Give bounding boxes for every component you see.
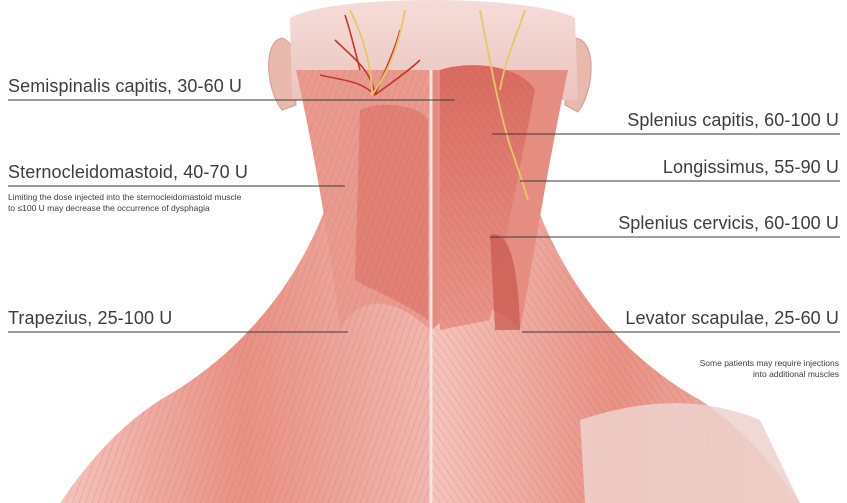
label-semispinalis-capitis: Semispinalis capitis, 30-60 U [8,76,242,97]
label-splenius-capitis: Splenius capitis, 60-100 U [627,110,839,131]
note-extra-line-2: into additional muscles [700,369,839,380]
label-sternocleidomastoid: Sternocleidomastoid, 40-70 U [8,162,248,183]
note-additional-muscles: Some patients may require injections int… [700,358,839,380]
note-scm-line-1: Limiting the dose injected into the ster… [8,192,241,203]
label-levator-scapulae: Levator scapulae, 25-60 U [625,308,839,329]
right-shoulder [580,403,800,503]
note-sternocleidomastoid: Limiting the dose injected into the ster… [8,192,241,214]
note-scm-line-2: to ≤100 U may decrease the occurrence of… [8,203,241,214]
label-longissimus: Longissimus, 55-90 U [663,157,839,178]
note-extra-line-1: Some patients may require injections [700,358,839,369]
label-trapezius: Trapezius, 25-100 U [8,308,172,329]
label-splenius-cervicis: Splenius cervicis, 60-100 U [618,213,839,234]
